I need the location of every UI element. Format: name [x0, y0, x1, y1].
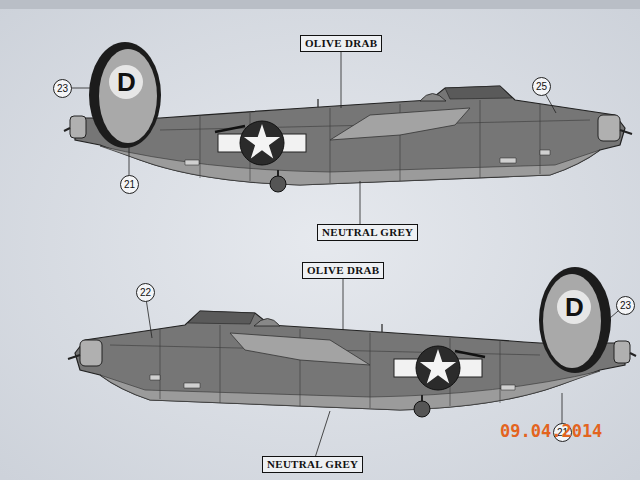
aircraft-right-side [64, 42, 632, 192]
callout-circle: 25 [532, 77, 551, 96]
callout-text: OLIVE DRAB [305, 37, 377, 49]
paint-callout-box: NEUTRAL GREY [317, 224, 418, 241]
leader-lines [62, 43, 625, 464]
callout-text: 25 [536, 82, 547, 92]
paper-edge [0, 0, 640, 9]
callout-text: 22 [140, 288, 151, 298]
callout-text: 21 [124, 180, 135, 190]
tail-letter: D [565, 292, 584, 323]
tail-letter: D [117, 67, 136, 98]
aircraft-left-side [68, 267, 636, 417]
callout-text: OLIVE DRAB [307, 264, 379, 276]
date-stamp: 09.04.2014 [500, 421, 602, 441]
callout-circle: 22 [136, 283, 155, 302]
callout-text: 23 [620, 301, 631, 311]
paint-callout-box: OLIVE DRAB [300, 35, 382, 52]
callout-circle: 23 [616, 296, 635, 315]
callout-text: 23 [57, 84, 68, 94]
callout-circle: 23 [53, 79, 72, 98]
callout-text: NEUTRAL GREY [267, 458, 358, 470]
paint-callout-box: NEUTRAL GREY [262, 456, 363, 473]
callout-circle: 21 [120, 175, 139, 194]
paint-callout-box: OLIVE DRAB [302, 262, 384, 279]
callout-text: NEUTRAL GREY [322, 226, 413, 238]
